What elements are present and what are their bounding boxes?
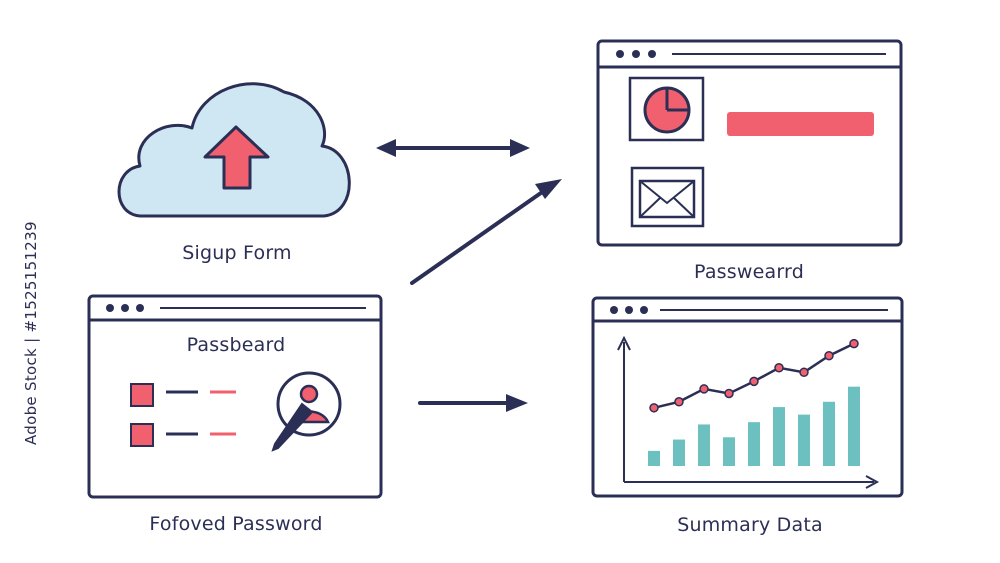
right-arrow xyxy=(418,394,528,412)
passbeard-window xyxy=(87,294,383,499)
chart-bar xyxy=(748,422,760,466)
window-dot xyxy=(106,304,114,312)
window-dot xyxy=(632,50,640,58)
chart-point xyxy=(774,363,784,373)
summary-chart xyxy=(617,335,880,489)
chart-point xyxy=(699,384,709,394)
chart-point xyxy=(674,397,684,407)
envelope-icon xyxy=(638,179,696,219)
checkbox xyxy=(130,423,154,447)
chart-point xyxy=(824,350,834,361)
user-pen-icon xyxy=(271,371,342,452)
chart-point xyxy=(849,338,859,349)
chart-bar xyxy=(773,407,785,466)
chart-point xyxy=(649,403,659,413)
window-title-passbeard: Passbeard xyxy=(186,334,286,356)
double-arrow xyxy=(376,139,530,157)
window-dot xyxy=(610,306,618,314)
window-dot xyxy=(625,306,633,314)
chart-point xyxy=(749,376,759,387)
red-input-bar xyxy=(727,112,874,136)
window-dot xyxy=(121,304,129,312)
window-dot xyxy=(136,304,144,312)
stock-watermark-id: Adobe Stock | #1525151239 xyxy=(22,221,40,445)
label-forgot-password: Fofoved Password xyxy=(149,513,323,535)
chart-bar xyxy=(823,401,835,466)
upload-arrow xyxy=(203,125,270,190)
pie-chart-icon xyxy=(643,86,691,134)
chart-bar xyxy=(723,437,735,466)
diagonal-arrow xyxy=(410,179,562,285)
label-signup-form: Sigup Form xyxy=(182,242,292,264)
label-password-top: Passwearrd xyxy=(694,261,804,283)
window-dot xyxy=(640,306,648,314)
label-summary-data: Summary Data xyxy=(677,514,823,536)
chart-point xyxy=(724,388,734,399)
chart-bar xyxy=(698,424,710,466)
chart-bar xyxy=(798,414,810,466)
chart-bar xyxy=(848,386,860,466)
window-dot xyxy=(616,50,624,58)
chart-bar xyxy=(673,439,685,466)
cloud-upload-icon xyxy=(117,82,351,218)
checkbox xyxy=(130,383,154,407)
password-window xyxy=(596,39,903,247)
chart-bar xyxy=(648,450,660,466)
window-dot xyxy=(648,50,656,58)
chart-point xyxy=(799,367,809,378)
